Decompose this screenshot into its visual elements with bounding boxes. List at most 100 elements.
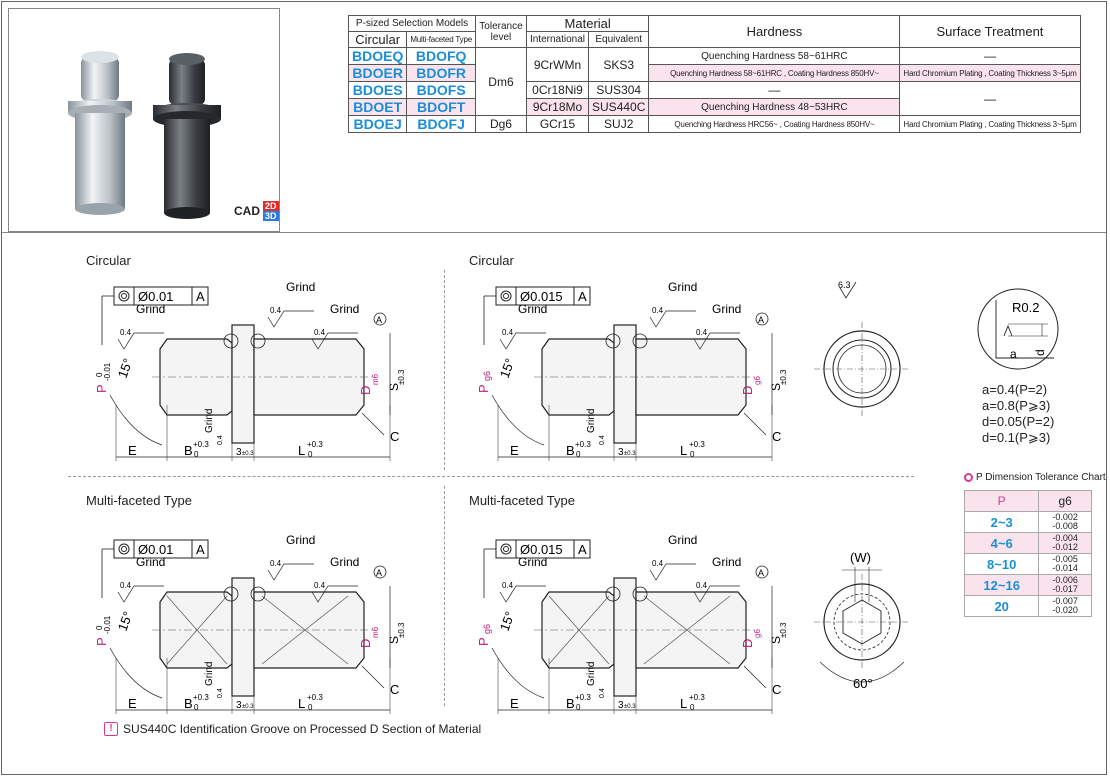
header-surface: Surface Treatment (899, 15, 1081, 48)
note-line: a=0.4(P=2) (982, 382, 1048, 397)
chamfer-angle: 15° (115, 609, 136, 633)
roughness-label: 0.4 (314, 581, 326, 590)
c-label: C (772, 682, 781, 697)
header-material: Material (525, 15, 650, 32)
cad-2d-label: 2D (263, 201, 279, 211)
c-label: C (390, 429, 399, 444)
datum-ref: A (196, 542, 205, 557)
model-multi[interactable]: BDOFT (406, 98, 476, 116)
grind-label: Grind (518, 302, 547, 316)
datum-ref: A (578, 542, 587, 557)
p-tol-g6: g6 (482, 624, 492, 634)
three-dim-label: 3 (618, 700, 624, 711)
p-tol-lower: -0.01 (103, 615, 112, 634)
datum-a-label: A (376, 315, 382, 325)
l-tol-upper: +0.3 (307, 693, 323, 702)
p-dim-label: P (94, 384, 109, 393)
three-dim-label: 3 (236, 700, 242, 711)
roughness-63: 6.3 (838, 280, 851, 290)
header-tolerance: Tolerance level (474, 15, 527, 48)
title-circular-2: Circular (469, 253, 514, 268)
b-dim-label: B (184, 696, 193, 711)
end-view-hex: (W) 60° (814, 550, 910, 691)
model-multi[interactable]: BDOFS (406, 81, 476, 99)
product-photo (68, 51, 221, 219)
s-dim-label: S (769, 636, 783, 644)
three-dim-label: 3 (618, 447, 624, 458)
hardness-cell: Quenching Hardness HRC56~ , Coating Hard… (648, 115, 901, 133)
spec-table: P-sized Selection Models Tolerance level… (347, 15, 1081, 133)
b-tol-upper: +0.3 (575, 440, 591, 449)
l-dim-label: L (680, 696, 687, 711)
material-equiv: SUJ2 (588, 115, 650, 133)
table-row: 4~6-0.004-0.012 (963, 532, 1092, 554)
grind-label: Grind (136, 555, 165, 569)
title-circular-1: Circular (86, 253, 131, 268)
ptol-header-g6: g6 (1038, 490, 1092, 512)
d-dim-label: D (358, 639, 373, 648)
l-dim-label: L (298, 696, 305, 711)
l-tol-lower: 0 (690, 703, 695, 712)
p-tol-upper: 0 (95, 372, 104, 377)
note-line: a=0.8(P⩾3) (982, 398, 1051, 413)
grind-label-vertical: Grind (204, 409, 215, 433)
s-dim-label: S (387, 636, 401, 644)
c-label: C (390, 682, 399, 697)
b-dim-label: B (566, 696, 575, 711)
b-tol-upper: +0.3 (575, 693, 591, 702)
table-row: 2~3-0.002-0.008 (963, 511, 1092, 533)
b-tol-upper: +0.3 (193, 693, 209, 702)
header-multi: Multi-faceted Type (406, 31, 476, 48)
material-equiv: SUS440C (588, 98, 650, 116)
title-multi-1: Multi-faceted Type (86, 493, 192, 508)
roughness-label: 0.4 (314, 328, 326, 337)
roughness-label: 0.4 (696, 581, 708, 590)
surface-cell: Hard Chromium Plating , Coating Thicknes… (899, 115, 1081, 133)
p-dim-label: P (476, 637, 491, 646)
d-dim-label: D (740, 386, 755, 395)
model-multi[interactable]: BDOFJ (406, 115, 476, 133)
three-tol-label: ±0.3 (242, 451, 254, 457)
p-tol-lower: -0.01 (103, 362, 112, 381)
tolerance-cell: Dg6 (474, 115, 527, 133)
cad-3d-label: 3D (263, 211, 279, 221)
b-tol-lower: 0 (194, 703, 199, 712)
grind-label: Grind (330, 302, 359, 316)
three-tol-label: ±0.3 (242, 704, 254, 710)
three-tol-label: ±0.3 (624, 451, 636, 457)
cad-badge[interactable]: CAD 2D 3D (231, 201, 279, 221)
d-tol-label: g6 (753, 629, 762, 638)
material-equiv: SKS3 (588, 47, 650, 82)
roughness-label-vertical: 0.4 (599, 688, 606, 698)
roughness-label-vertical: 0.4 (217, 688, 224, 698)
s-tol-label: ±0.3 (397, 622, 406, 638)
grind-label: Grind (712, 555, 741, 569)
material-equiv: SUS304 (588, 81, 650, 99)
model-circular[interactable]: BDOEJ (347, 115, 408, 133)
l-tol-lower: 0 (308, 703, 313, 712)
table-row: 8~10-0.005-0.014 (963, 553, 1092, 575)
three-dim-label: 3 (236, 447, 242, 458)
b-dim-label: B (184, 443, 193, 458)
table-row: BDOET BDOFT 9Cr18Mo SUS440C Quenching Ha… (347, 98, 1081, 116)
grind-label-vertical: Grind (586, 662, 597, 686)
header-models: P-sized Selection Models (348, 15, 476, 32)
p-tol-g6: g6 (482, 371, 492, 381)
surface-cell: — (899, 81, 1081, 116)
title-multi-2: Multi-faceted Type (469, 493, 575, 508)
grind-label: Grind (668, 280, 697, 294)
model-circular[interactable]: BDOET (347, 98, 408, 116)
header-equivalent: Equivalent (588, 31, 650, 48)
ptol-header-p: P (963, 490, 1040, 512)
runout-tolerance: Ø0.01 (138, 289, 173, 304)
material-intl: GCr15 (525, 115, 590, 133)
model-circular[interactable]: BDOEQ (347, 47, 408, 65)
drawing-divider (444, 270, 445, 470)
header-circular: Circular (347, 31, 408, 48)
s-dim-label: S (769, 383, 783, 391)
end-view-circular: 6.3 (814, 280, 910, 416)
drawing-divider (68, 476, 914, 477)
b-tol-upper: +0.3 (193, 440, 209, 449)
roughness-label: 0.4 (652, 306, 664, 315)
roughness-label: 0.4 (502, 328, 514, 337)
